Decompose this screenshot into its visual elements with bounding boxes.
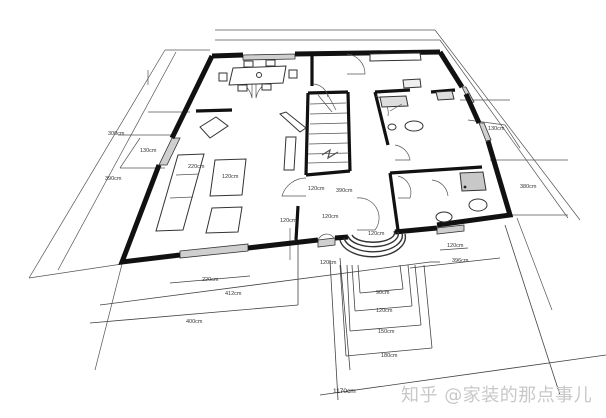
dim-label: 390cm xyxy=(105,176,122,182)
dim-label: 380cm xyxy=(520,184,537,190)
window-entrance-left xyxy=(317,237,336,248)
watermark-text: 知乎 @家装的那点事儿 xyxy=(401,385,593,406)
dim-label: 220cm xyxy=(202,277,219,283)
dim-label: 130cm xyxy=(488,126,505,132)
dim-label: 300cm xyxy=(108,131,125,137)
dim-label: 400cm xyxy=(186,319,203,325)
bath-sink xyxy=(404,120,424,132)
dim-label: 130cm xyxy=(140,148,157,154)
stove xyxy=(402,78,422,89)
dim-label: 120cm xyxy=(322,214,339,220)
dim-label: 220cm xyxy=(188,164,205,170)
basin xyxy=(435,211,453,223)
window-top xyxy=(242,53,296,61)
coffee-table xyxy=(209,158,247,197)
dim-label: 120cm xyxy=(308,186,325,192)
armchair-left xyxy=(199,116,229,139)
dim-label: 390cm xyxy=(336,188,353,194)
cabinet xyxy=(283,136,297,171)
windows xyxy=(158,53,492,259)
dim-label: 90cm xyxy=(376,290,390,296)
dim-label: 120cm xyxy=(447,243,464,249)
dim-label: 1170cm xyxy=(333,388,356,395)
furniture xyxy=(155,52,488,234)
dimension-labels: 220cm 412cm 400cm 90cm 120cm 150cm 180cm… xyxy=(105,126,537,395)
armchair-bottom xyxy=(205,206,243,234)
hatched-block-1 xyxy=(379,95,409,108)
kitchen-counter xyxy=(369,52,422,62)
dim-label: 120cm xyxy=(376,308,393,314)
staircase xyxy=(307,94,350,164)
armchair-stairs xyxy=(279,111,307,133)
dim-label: 120cm xyxy=(320,260,337,266)
sofa xyxy=(155,153,205,232)
interior-walls xyxy=(195,54,483,241)
dim-label: 396cm xyxy=(452,258,469,264)
dimension-frame xyxy=(28,29,581,371)
entrance-steps xyxy=(339,230,407,258)
window-right-mid xyxy=(478,122,492,142)
dim-label: 120cm xyxy=(280,218,297,224)
exterior-walls xyxy=(118,49,514,265)
dim-label: 180cm xyxy=(381,353,398,359)
hatched-block-2 xyxy=(435,90,455,101)
dim-label: 120cm xyxy=(222,174,239,180)
toilet xyxy=(468,198,488,212)
shower-tray xyxy=(459,171,487,192)
bottom-dimensions xyxy=(89,224,606,401)
window-bath xyxy=(436,224,465,235)
window-bottom-left xyxy=(179,243,249,259)
dim-label: 150cm xyxy=(378,329,395,335)
window-left xyxy=(158,137,181,166)
dim-label: 120cm xyxy=(368,231,385,237)
dim-label: 412cm xyxy=(225,291,242,297)
